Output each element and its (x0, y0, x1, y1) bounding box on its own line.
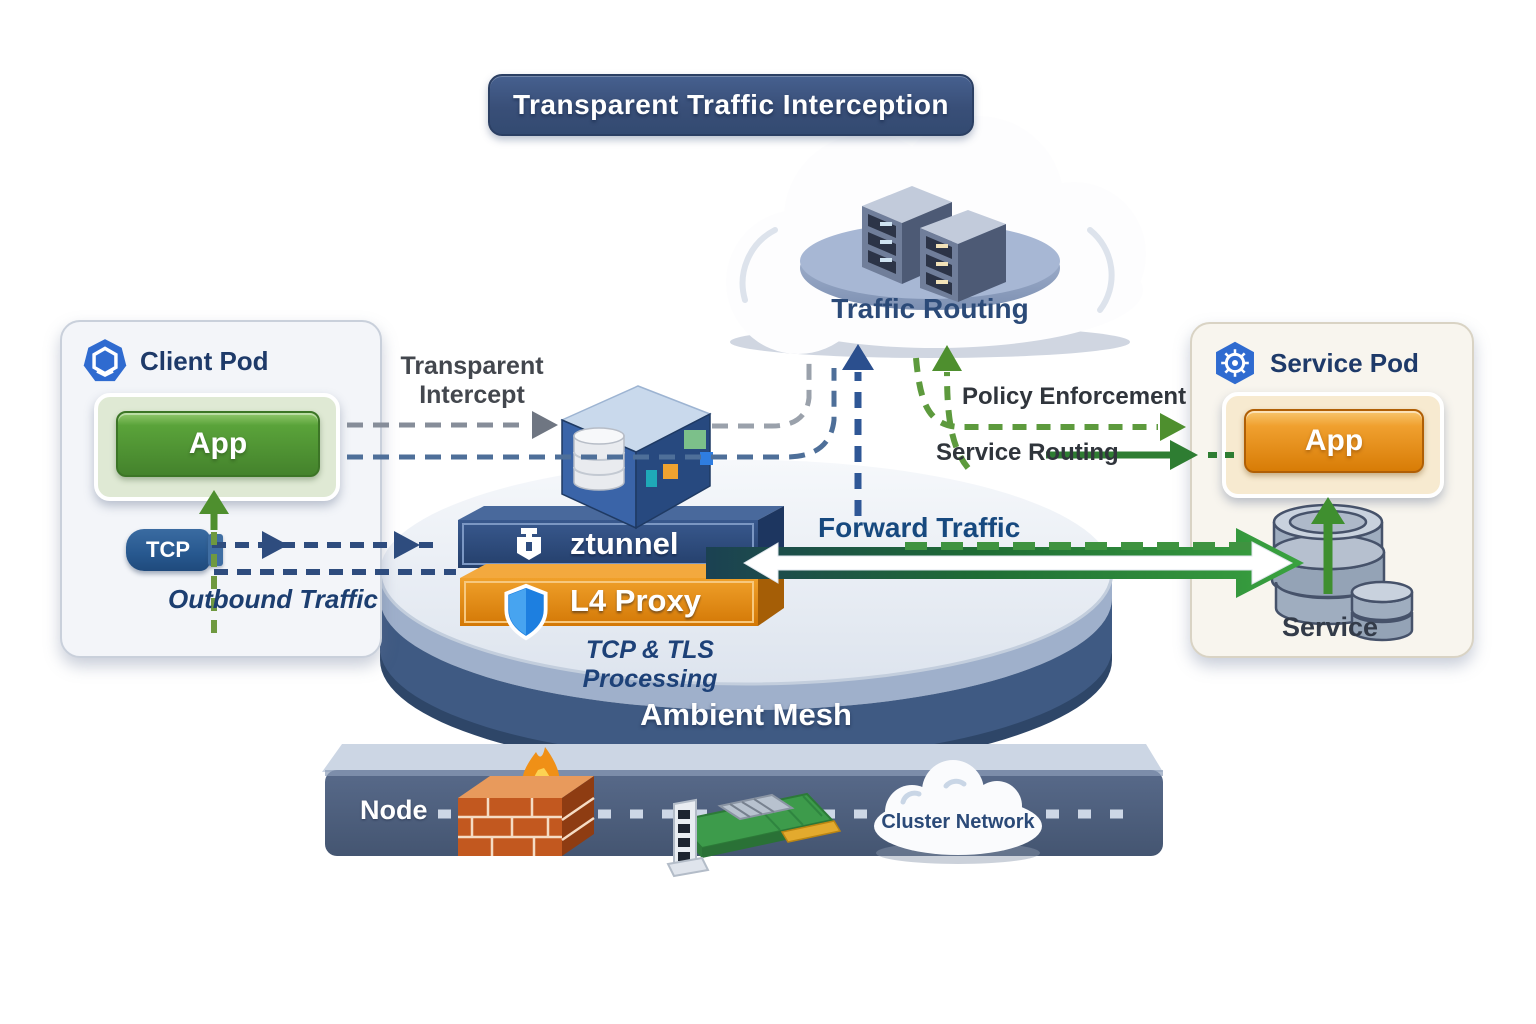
ztunnel-cube (560, 385, 713, 530)
app-to-cloud-navy (347, 368, 837, 460)
traffic-routing-label: Traffic Routing (831, 293, 1029, 324)
client-app-container: App (94, 393, 340, 501)
policy-enforcement-label: Policy Enforcement (962, 383, 1187, 410)
diagram-title: Transparent Traffic Interception (488, 74, 974, 136)
server-rack-icon (862, 186, 1006, 302)
forward-traffic-label: Forward Traffic (818, 512, 1021, 543)
traffic-routing-cloud (726, 116, 1146, 358)
shield-icon (502, 583, 550, 641)
service-app-container: App (1222, 392, 1444, 498)
cluster-network-cloud (874, 760, 1042, 864)
cube-to-cloud-gray (712, 358, 812, 429)
service-routing-label: Service Routing (936, 439, 1119, 466)
client-pod-header: Client Pod (82, 338, 269, 384)
flow-arrows (199, 344, 1345, 642)
service-pod-header: Service Pod (1212, 340, 1419, 386)
client-app-button: App (116, 411, 320, 477)
mesh-to-cloud-green (944, 371, 971, 470)
kubernetes-pod-icon (82, 338, 128, 384)
service-app-button: App (1244, 409, 1424, 473)
policy-enforcement-line (913, 357, 1158, 430)
outbound-traffic-label: Outbound Traffic (168, 584, 378, 614)
client-pod-box: Client Pod App TCP (60, 320, 382, 658)
service-label: Service (1281, 612, 1379, 642)
kubernetes-helm-icon (1212, 340, 1258, 386)
tcp-badge: TCP (126, 529, 223, 571)
firewall-icon (458, 747, 595, 856)
cluster-network-label: Cluster Network (881, 811, 1035, 833)
database-icon (573, 427, 625, 491)
l4-proxy-label: L4 Proxy (570, 583, 701, 618)
l4-proxy-bar-label: L4 Proxy (472, 578, 786, 641)
cube-panel-lights (646, 430, 713, 487)
ambient-mesh-label: Ambient Mesh (640, 697, 852, 732)
service-pod-title: Service Pod (1270, 347, 1419, 378)
bidirectional-white-arrow (743, 541, 1294, 585)
client-pod-title: Client Pod (140, 345, 269, 376)
forward-traffic-arrow (706, 528, 1304, 598)
tcp-tls-processing-label: TCP & TLS Processing (582, 636, 718, 693)
node-label: Node (360, 795, 428, 825)
network-card-icon (666, 792, 842, 878)
ztunnel-label: ztunnel (570, 526, 679, 561)
lock-icon (514, 527, 544, 561)
transparent-intercept-label: Transparent Intercept (400, 352, 544, 409)
ztunnel-bar-label: ztunnel (470, 521, 800, 567)
